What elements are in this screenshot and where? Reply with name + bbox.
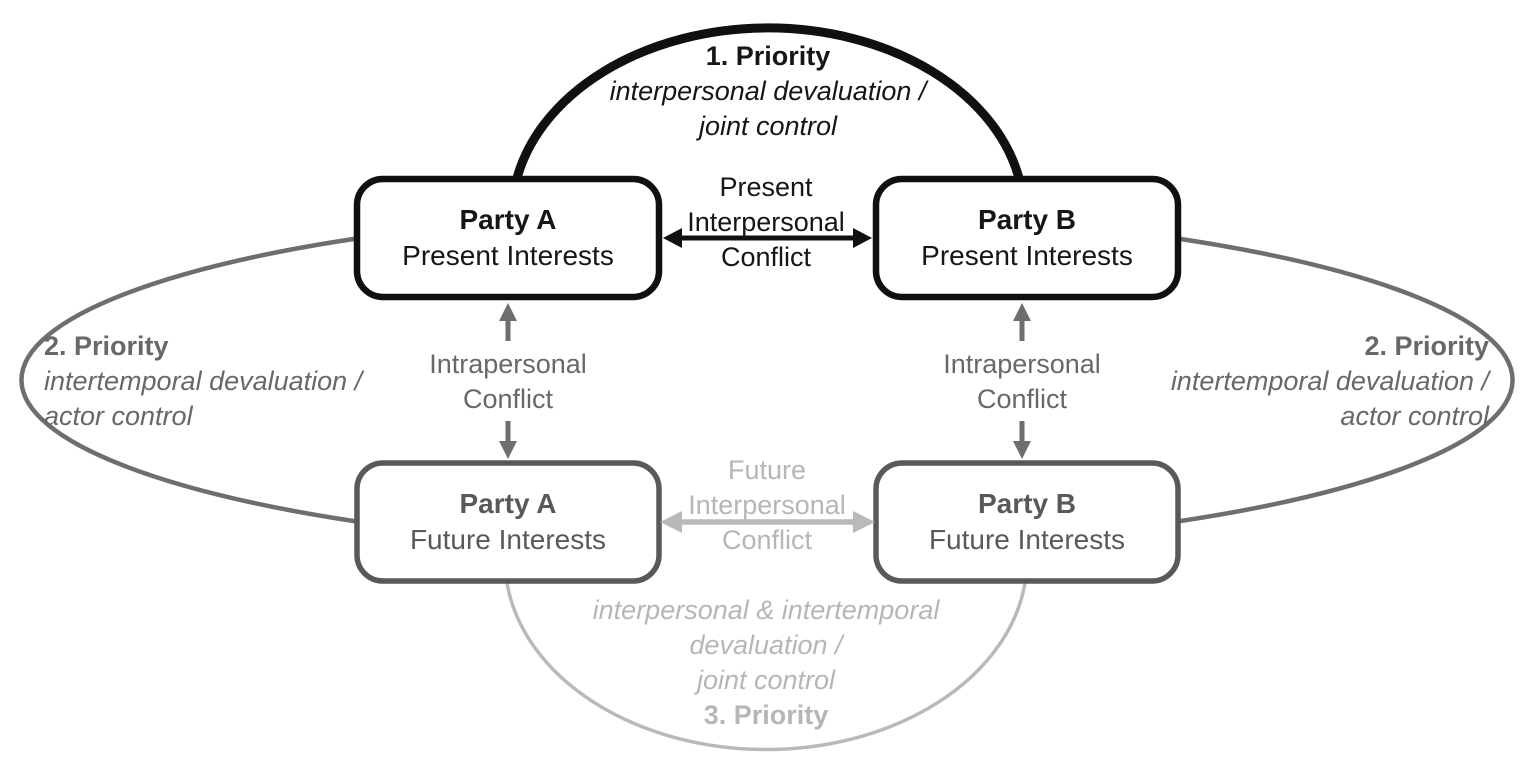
priority3-title: 3. Priority bbox=[703, 700, 829, 730]
party-b-future-title: Party B bbox=[977, 488, 1077, 519]
priority2-right-line: actor control bbox=[1340, 401, 1489, 431]
future-conflict-line: Conflict bbox=[721, 525, 813, 555]
intrapersonal-left-line: Intrapersonal bbox=[429, 349, 587, 379]
priority1-arc bbox=[511, 23, 1025, 184]
intrapersonal-left-up-arrow bbox=[499, 303, 517, 341]
present-conflict-line: Interpersonal bbox=[687, 207, 845, 237]
priority3-line: joint control bbox=[696, 665, 836, 695]
future-conflict-arrow bbox=[660, 511, 875, 533]
future-conflict-line: Future bbox=[727, 455, 807, 485]
priority1-line: interpersonal devaluation / bbox=[609, 76, 927, 106]
party-b-future-box bbox=[873, 460, 1181, 584]
party-a-future-subtitle: Future Interests bbox=[409, 524, 607, 555]
priority3-label: interpersonal & intertemporal devaluatio… bbox=[593, 593, 940, 733]
priority3-arc bbox=[505, 582, 1027, 752]
party-a-present-title: Party A bbox=[459, 204, 557, 235]
party-b-present-box bbox=[872, 175, 1182, 301]
priority2-left-title: 2. Priority bbox=[44, 331, 169, 361]
future-conflict-line: Interpersonal bbox=[688, 490, 846, 520]
present-conflict-line: Present bbox=[719, 172, 813, 202]
priority1-label: 1. Priority interpersonal devaluation / … bbox=[610, 39, 927, 144]
priority2-right-arc bbox=[1173, 235, 1515, 525]
party-b-future-subtitle: Future Interests bbox=[928, 524, 1126, 555]
intrapersonal-left-label: Intrapersonal Conflict bbox=[429, 347, 587, 417]
intrapersonal-right-up-arrow bbox=[1013, 303, 1031, 341]
party-b-present-title: Party B bbox=[977, 204, 1077, 235]
party-a-future-box bbox=[354, 460, 662, 584]
priority2-left-line: intertemporal devaluation / bbox=[44, 366, 363, 396]
party-b-present-subtitle: Present Interests bbox=[921, 240, 1133, 271]
intrapersonal-right-line: Conflict bbox=[976, 384, 1068, 414]
priority2-left-label: 2. Priority intertemporal devaluation / … bbox=[44, 329, 362, 434]
party-a-future-label: Party A Future Interests bbox=[357, 463, 659, 581]
priority2-right-line: intertemporal devaluation / bbox=[1170, 366, 1489, 396]
priority3-line: interpersonal & intertemporal bbox=[592, 595, 940, 625]
priority2-left-line: actor control bbox=[44, 401, 193, 431]
intrapersonal-right-down-arrow bbox=[1013, 421, 1031, 459]
future-conflict-label: Future Interpersonal Conflict bbox=[688, 453, 846, 558]
present-conflict-arrow bbox=[663, 228, 872, 248]
party-a-present-label: Party A Present Interests bbox=[357, 179, 659, 297]
intrapersonal-left-line: Conflict bbox=[462, 384, 554, 414]
priority3-line: devaluation / bbox=[689, 630, 843, 660]
priority2-left-arc bbox=[19, 235, 361, 525]
priority1-line: joint control bbox=[698, 111, 838, 141]
intrapersonal-left-down-arrow bbox=[499, 421, 517, 459]
party-a-present-subtitle: Present Interests bbox=[402, 240, 614, 271]
priority2-right-title: 2. Priority bbox=[1364, 331, 1489, 361]
party-a-future-title: Party A bbox=[459, 488, 557, 519]
present-conflict-line: Conflict bbox=[720, 242, 812, 272]
party-b-present-label: Party B Present Interests bbox=[876, 179, 1178, 297]
priority2-right-label: 2. Priority intertemporal devaluation / … bbox=[1171, 329, 1489, 434]
party-b-future-label: Party B Future Interests bbox=[876, 463, 1178, 581]
priority1-title: 1. Priority bbox=[705, 41, 831, 71]
intrapersonal-right-line: Intrapersonal bbox=[943, 349, 1101, 379]
intrapersonal-right-label: Intrapersonal Conflict bbox=[943, 347, 1101, 417]
party-a-present-box bbox=[353, 175, 663, 301]
present-conflict-label: Present Interpersonal Conflict bbox=[687, 170, 845, 275]
